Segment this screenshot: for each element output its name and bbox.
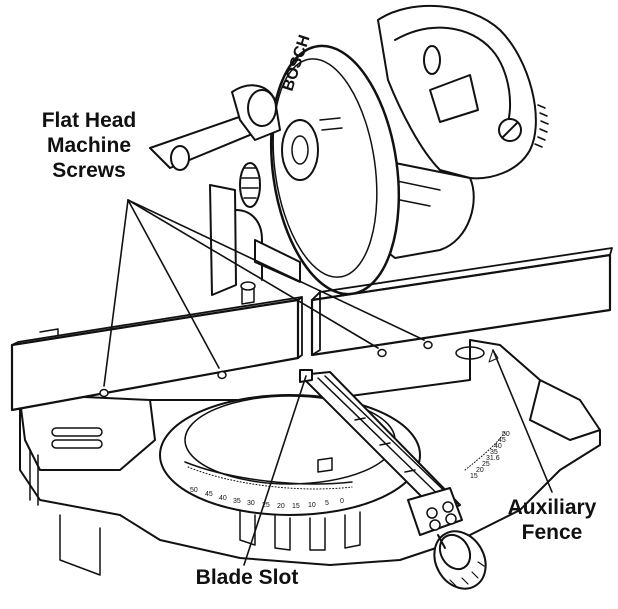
screw-hole-4 [423, 340, 433, 350]
leader-blade-slot [243, 375, 307, 566]
svg-text:10: 10 [308, 502, 316, 509]
auxiliary-fence-right [310, 247, 613, 360]
svg-text:40: 40 [219, 495, 227, 502]
svg-text:20: 20 [476, 467, 484, 474]
screw-hole-2 [217, 370, 227, 380]
svg-text:15: 15 [470, 473, 478, 480]
leader-aux-fence [492, 349, 553, 493]
label-screws-line3: Screws [52, 159, 126, 182]
label-fence-line2: Fence [521, 521, 583, 544]
leader-lines [103, 199, 553, 566]
screw-hole-3 [377, 348, 387, 358]
svg-text:0: 0 [340, 498, 344, 505]
svg-text:50: 50 [502, 431, 510, 438]
label-auxiliary-fence: Auxiliary Fence [492, 495, 612, 545]
svg-text:35: 35 [233, 498, 241, 505]
label-flat-head-machine-screws: Flat Head Machine Screws [14, 108, 164, 183]
turntable-arm [299, 371, 487, 590]
svg-text:45: 45 [498, 437, 506, 444]
svg-text:40: 40 [494, 443, 502, 450]
leader-screw-4 [127, 199, 425, 341]
leader-screw-3 [127, 199, 379, 349]
front-handle [149, 84, 301, 296]
leader-screw-1 [103, 199, 129, 387]
svg-text:30: 30 [247, 500, 255, 507]
svg-text:50: 50 [190, 487, 198, 494]
svg-text:20: 20 [277, 503, 285, 510]
label-blade-slot: Blade Slot [195, 566, 299, 589]
svg-text:35: 35 [490, 449, 498, 456]
miter-scale-left: 50 45 40 35 30 25 20 15 10 5 0 [190, 487, 344, 510]
svg-text:31.6: 31.6 [486, 455, 500, 462]
svg-text:45: 45 [205, 491, 213, 498]
svg-text:15: 15 [292, 503, 300, 510]
svg-text:25: 25 [262, 502, 270, 509]
screw-hole-1 [99, 388, 109, 398]
miter-scale-right: 15 20 25 31.6 35 40 45 50 [470, 431, 510, 480]
label-screws-line2: Machine [46, 134, 132, 157]
auxiliary-fence-left [10, 281, 303, 412]
screw-holes [99, 340, 433, 398]
label-screws-line1: Flat Head [41, 109, 137, 132]
svg-text:25: 25 [482, 461, 490, 468]
label-fence-line1: Auxiliary [507, 496, 597, 519]
svg-text:5: 5 [325, 500, 329, 507]
leader-screw-2 [127, 199, 220, 369]
